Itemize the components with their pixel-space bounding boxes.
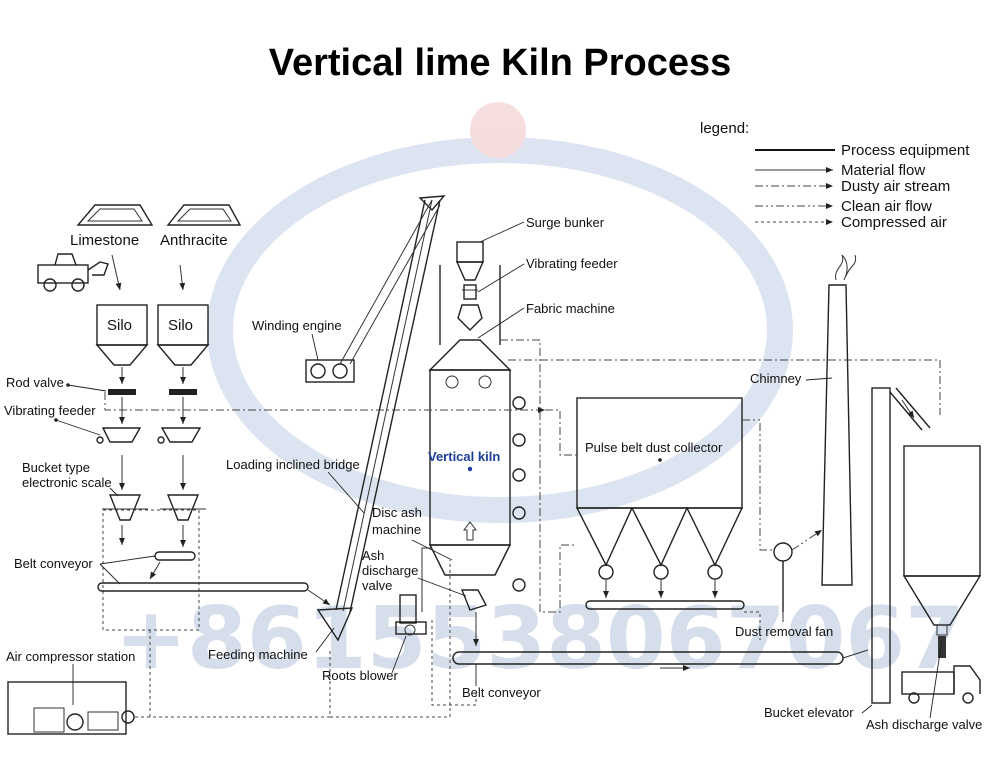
clean-air-duct (791, 529, 823, 551)
limestone-stockpile (76, 204, 154, 226)
vertical-kiln (428, 339, 512, 576)
belt-conveyor-bottom-label: Belt conveyor (462, 685, 541, 700)
chimney-label: Chimney (750, 371, 802, 386)
silo-label: Silo (107, 317, 132, 334)
kiln-air-nozzles (512, 396, 526, 592)
loader-truck-icon (37, 253, 109, 292)
fabric-machine-label: Fabric machine (526, 301, 615, 316)
lime-silo (902, 445, 982, 658)
legend-label: Dusty air stream (841, 178, 950, 195)
legend: legend: Process equipment Material flow … (700, 120, 970, 231)
anthracite-label: Anthracite (160, 232, 228, 249)
legend-label: Process equipment (841, 142, 970, 159)
roots-blower-label: Roots blower (322, 668, 399, 683)
leader-line (417, 577, 467, 597)
silo-anthracite (156, 304, 210, 366)
ash-discharge-valve-kiln (460, 589, 488, 611)
bucket-scale-label: electronic scale (22, 475, 112, 490)
dusty-air-duct (104, 392, 200, 411)
ash-discharge-valve-label: Ash discharge valve (866, 717, 982, 732)
leader-line (315, 627, 335, 653)
bucket-elevator (871, 387, 931, 704)
flow-link (842, 649, 869, 659)
dust-fan-label: Dust removal fan (735, 624, 833, 639)
legend-label: Clean air flow (841, 198, 932, 215)
bucket-elevator-label: Bucket elevator (764, 705, 854, 720)
flow-arrow (111, 254, 122, 291)
leader-line (479, 221, 525, 243)
winding-engine (305, 199, 441, 383)
roots-blower (395, 594, 427, 636)
surge-bunker-label: Surge bunker (526, 215, 605, 230)
chimney (821, 254, 857, 586)
leader-line (929, 639, 943, 719)
belt-conveyor-left-label: Belt conveyor (14, 556, 93, 571)
truck-icon (901, 665, 981, 704)
rod-valve-icon (108, 389, 136, 395)
vibrating-feeder-label: Vibrating feeder (4, 403, 96, 418)
air-compressor-label: Air compressor station (6, 649, 135, 664)
legend-label: Compressed air (841, 214, 947, 231)
dusty-air-duct (500, 339, 577, 613)
fabric-machine (457, 304, 483, 331)
legend-label: Material flow (841, 162, 925, 179)
leader-line (311, 333, 319, 361)
compressed-air-line (102, 509, 200, 631)
dusty-air-duct (508, 359, 941, 415)
compressed-air-line (431, 620, 477, 706)
loading-bridge-label: Loading inclined bridge (226, 457, 360, 472)
loading-inclined-bridge (316, 195, 446, 642)
vertical-kiln-label: Vertical kiln (428, 449, 500, 464)
leader-line (805, 377, 833, 381)
leader-line (477, 263, 525, 293)
rod-valve-label: Rod valve (6, 375, 64, 390)
leader-line (411, 539, 453, 561)
flow-arrow (307, 589, 331, 606)
silo-label: Silo (168, 317, 193, 334)
leader-line (67, 384, 107, 392)
leader-line (391, 635, 407, 674)
disc-ash-label: Disc ash (372, 505, 422, 520)
dust-removal-fan (773, 542, 793, 612)
pulse-collector-label: Pulse belt dust collector (585, 440, 723, 455)
leader-line (99, 563, 121, 585)
leader-line (327, 471, 365, 514)
feeding-machine-label: Feeding machine (208, 647, 308, 662)
vibrating-feeder-top-label: Vibrating feeder (526, 256, 618, 271)
logo-watermark (207, 102, 793, 523)
bucket-scale (102, 494, 206, 521)
diagram-title: Vertical lime Kiln Process (268, 42, 732, 84)
legend-heading: legend: (700, 120, 749, 137)
belt-conveyor-left (97, 551, 309, 592)
flow-arrow (149, 561, 161, 580)
ash-valve-label: discharge (362, 563, 418, 578)
vibrating-feeder-left (96, 427, 202, 444)
pulse-belt-dust-collector (575, 397, 745, 610)
surge-bunker (455, 241, 485, 281)
disc-ash-label: machine (372, 522, 421, 537)
ash-valve-label: Ash (362, 548, 384, 563)
clean-air-duct (742, 419, 775, 551)
air-compressor-station (7, 681, 135, 735)
leader-line (55, 419, 101, 436)
flow-arrow (179, 264, 186, 291)
vibrating-feeder-top (462, 284, 478, 300)
ash-valve-label: valve (362, 578, 392, 593)
anthracite-stockpile (166, 204, 242, 226)
rod-valve-icon (169, 389, 197, 395)
leader-line (477, 307, 525, 339)
silo-limestone (95, 304, 149, 366)
limestone-label: Limestone (70, 232, 139, 249)
winding-engine-label: Winding engine (252, 318, 342, 333)
bucket-scale-label: Bucket type (22, 460, 90, 475)
leader-line (861, 704, 873, 714)
dusty-air-duct (545, 409, 577, 456)
compressed-air-line (330, 560, 451, 718)
leader-line (109, 487, 119, 497)
leader-line (99, 555, 156, 565)
